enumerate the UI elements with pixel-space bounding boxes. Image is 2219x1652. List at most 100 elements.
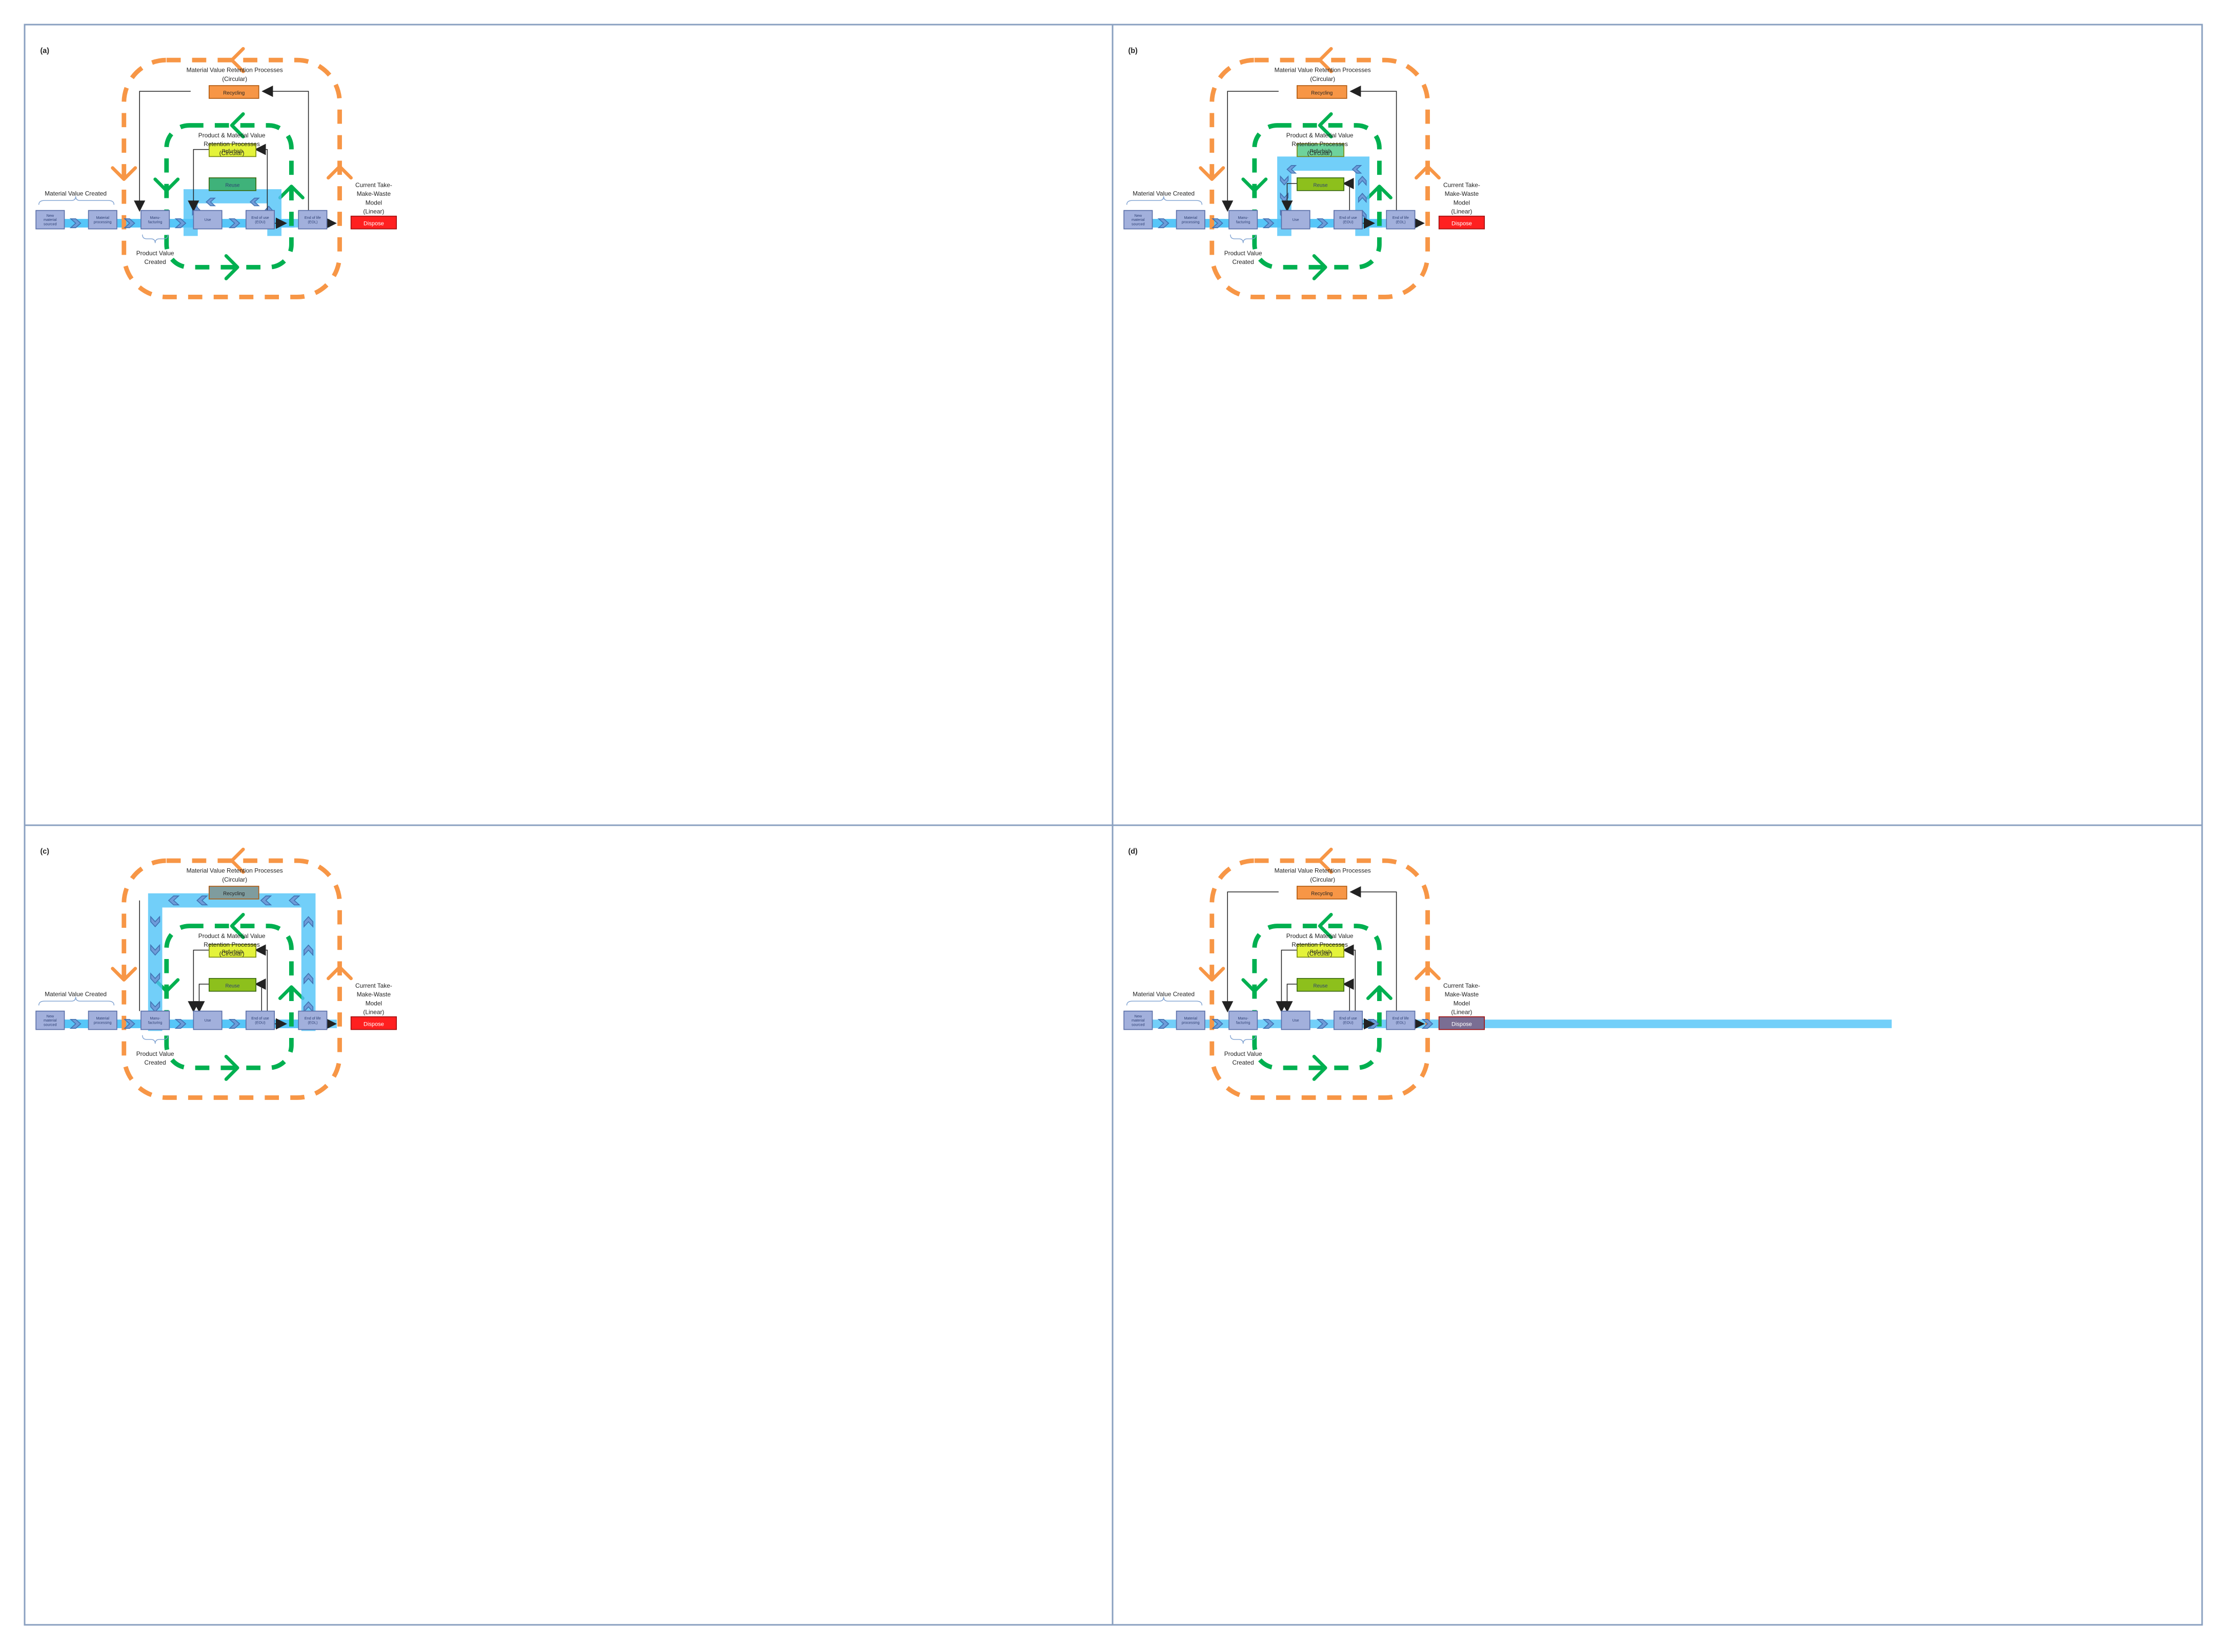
box-recycling-label: Recycling bbox=[1311, 891, 1333, 897]
box-dispose bbox=[1438, 1016, 1485, 1030]
product-brace bbox=[142, 234, 169, 243]
flow-chevron bbox=[1211, 1018, 1223, 1029]
box-new-material-label: New bbox=[1135, 213, 1142, 218]
flow-chevron bbox=[288, 895, 300, 906]
outer-loop-arrow bbox=[1318, 847, 1333, 874]
box-new-material-label: New bbox=[47, 1014, 54, 1018]
box-reuse bbox=[1297, 978, 1345, 992]
box-new-material-label: sourced bbox=[44, 221, 57, 226]
box-end-of-use-label: End of use bbox=[1339, 1016, 1357, 1021]
box-reuse bbox=[209, 978, 257, 992]
flow-chevron bbox=[69, 218, 82, 229]
box-new-material-label: sourced bbox=[1132, 1022, 1145, 1027]
material-value-created: Material Value Created bbox=[45, 991, 107, 998]
flow-chevron bbox=[206, 197, 216, 207]
inner-loop-title: Retention Processes bbox=[204, 941, 260, 948]
box-new-material-label: material bbox=[1132, 1018, 1145, 1023]
box-dispose bbox=[1438, 215, 1485, 230]
box-refurbish bbox=[1297, 143, 1345, 157]
connector-refurbish-use bbox=[1276, 949, 1297, 1013]
box-end-of-life-label: (EOL) bbox=[308, 219, 317, 224]
inner-loop-title: Retention Processes bbox=[1292, 140, 1348, 148]
connector-eou-refurbish bbox=[254, 944, 268, 1011]
box-end-of-use bbox=[245, 210, 275, 230]
box-manufacturing-label: facturing bbox=[1236, 1020, 1250, 1025]
box-end-of-life-label: End of life bbox=[305, 215, 321, 220]
flow-chevron bbox=[249, 197, 260, 207]
flow-chevron bbox=[150, 972, 160, 984]
inner-loop-arrow bbox=[1312, 1054, 1327, 1081]
box-new-material bbox=[35, 210, 65, 230]
flow-chevron bbox=[1421, 1018, 1434, 1029]
inner-loop-arrow bbox=[1312, 254, 1327, 280]
inner-loop-title: (Circular) bbox=[219, 149, 245, 156]
outer-loop-title: (Circular) bbox=[222, 876, 247, 883]
box-reuse-label: Reuse bbox=[1314, 984, 1328, 989]
outer-loop-title: Material Value Retention Processes bbox=[187, 67, 283, 74]
product-brace bbox=[1230, 1035, 1257, 1044]
linear-model-label: (Linear) bbox=[363, 208, 384, 215]
box-reuse-label: Reuse bbox=[226, 984, 240, 989]
inner-loop-arrow bbox=[1366, 185, 1393, 200]
connector-refurbish-use bbox=[188, 149, 209, 212]
box-material-processing bbox=[88, 1010, 117, 1030]
box-material-processing-label: Material bbox=[96, 1016, 109, 1021]
inner-loop-title: Product & Material Value bbox=[1286, 132, 1354, 139]
box-end-of-use-label: (EOU) bbox=[1343, 219, 1353, 224]
inner-loop-title: Retention Processes bbox=[1292, 941, 1348, 948]
inner-loop-title: Product & Material Value bbox=[1286, 932, 1354, 940]
inner-loop-arrow bbox=[1241, 978, 1268, 993]
box-use-label: Use bbox=[1293, 217, 1299, 222]
product-brace bbox=[142, 1035, 169, 1044]
box-manufacturing-label: Manu- bbox=[150, 215, 160, 220]
connector-eou-reuse bbox=[254, 978, 266, 1011]
outer-loop-arrow bbox=[1415, 965, 1441, 981]
box-use bbox=[193, 1010, 223, 1030]
linear-model-label: (Linear) bbox=[1451, 1008, 1472, 1015]
flow-chevron bbox=[1286, 165, 1297, 174]
product-brace bbox=[1230, 234, 1257, 243]
flow-chevron bbox=[123, 218, 135, 229]
connector-eol-recycling bbox=[261, 86, 309, 211]
flow-chevron bbox=[150, 944, 160, 956]
connector-eou-refurbish bbox=[1342, 944, 1356, 1011]
box-manufacturing-label: facturing bbox=[1236, 219, 1250, 224]
flow-chevron bbox=[1358, 193, 1367, 203]
panel-d: (d)NewmaterialsourcedMaterialprocessingM… bbox=[1123, 847, 1892, 1100]
box-recycling bbox=[1297, 886, 1347, 900]
box-dispose-label: Dispose bbox=[364, 220, 384, 227]
box-reuse-label: Reuse bbox=[226, 183, 240, 189]
box-material-processing-label: Material bbox=[96, 215, 109, 220]
box-recycling bbox=[1297, 85, 1347, 99]
box-manufacturing-label: facturing bbox=[148, 1020, 163, 1025]
box-use bbox=[1281, 210, 1310, 230]
linear-model-label: Current Take- bbox=[1443, 181, 1480, 189]
outer-loop-arrow bbox=[111, 967, 137, 982]
box-recycling bbox=[209, 886, 259, 900]
flow-chevron bbox=[1157, 1018, 1169, 1029]
linear-model-label: Make-Waste bbox=[357, 991, 391, 998]
linear-model-label: Current Take- bbox=[355, 982, 392, 989]
flow-chevron bbox=[196, 895, 208, 906]
inner-loop-arrow bbox=[1241, 177, 1268, 193]
product-value-created: Created bbox=[1232, 1059, 1254, 1066]
box-recycling-label: Recycling bbox=[223, 91, 245, 96]
material-value-created: Material Value Created bbox=[45, 190, 107, 197]
inner-loop-arrow bbox=[224, 1054, 239, 1081]
outer-loop-arrow bbox=[1415, 165, 1441, 180]
inner-loop-arrow bbox=[1318, 112, 1333, 138]
product-value-created: Created bbox=[144, 258, 166, 266]
product-value-created: Product Value bbox=[1224, 1050, 1262, 1057]
outer-loop-arrow bbox=[1318, 47, 1333, 73]
inner-loop-title: Product & Material Value bbox=[198, 932, 266, 940]
box-end-of-use bbox=[245, 1010, 275, 1030]
flow-chevron bbox=[228, 1018, 240, 1029]
box-material-processing-label: processing bbox=[1182, 219, 1200, 224]
flow-chevron bbox=[304, 944, 314, 956]
inner-loop-title: (Circular) bbox=[1307, 950, 1333, 957]
box-end-of-life-label: (EOL) bbox=[1396, 219, 1405, 224]
box-dispose bbox=[350, 215, 397, 230]
connector-recycling-manufacturing bbox=[1222, 891, 1279, 1013]
inner-loop-arrow bbox=[230, 913, 245, 939]
